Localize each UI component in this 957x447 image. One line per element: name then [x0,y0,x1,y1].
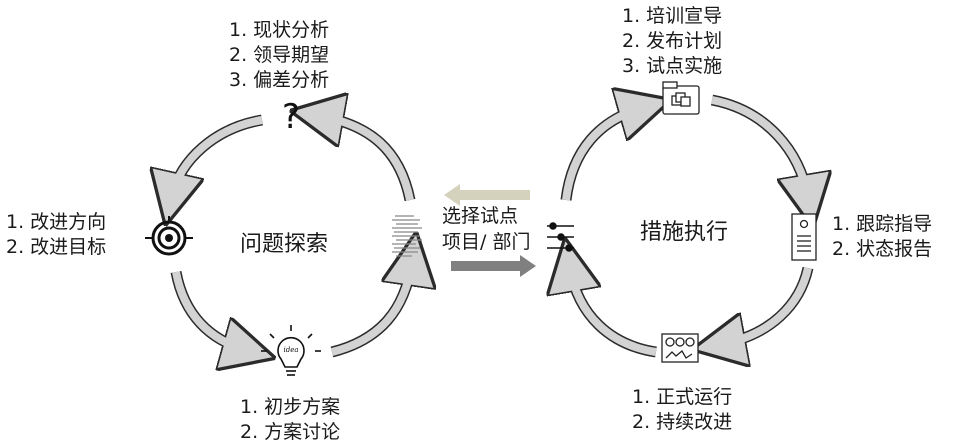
list-item: 1. 培训宣导 [622,5,723,27]
left-side-list: 1. 改进方向 2. 改进目标 [6,210,106,260]
target-icon [145,216,193,256]
left-cycle-arrows [172,116,412,352]
report-panel-icon [791,213,817,261]
sliders-icon [547,222,574,252]
bridge-line-1: 选择试点 [442,205,519,227]
list-item: 1. 跟踪指导 [832,213,933,235]
left-bottom-list: 1. 初步方案 2. 方案讨论 [240,395,340,445]
left-top-list: 1. 现状分析 2. 领导期望 3. 偏差分析 [229,18,329,93]
folder-icon [662,81,700,115]
list-item: 2. 持续改进 [632,411,733,433]
right-side-list: 1. 跟踪指导 2. 状态报告 [832,212,932,262]
list-item: 3. 偏差分析 [229,69,330,91]
bridge-arrows [444,184,536,277]
list-item: 1. 现状分析 [229,19,330,41]
dashboard-icon [661,333,699,363]
list-item: 3. 试点实施 [622,55,723,77]
left-cycle-title: 问题探索 [240,232,329,257]
text-lines-icon [392,215,422,257]
bridge-line-2: 项目/ 部门 [442,231,531,253]
list-item: 1. 初步方案 [240,396,341,418]
arrow-right-to-bottom [722,266,814,344]
forward-arrow [451,255,536,277]
arrow-top-to-right [710,94,808,198]
right-cycle-arrows [566,100,808,352]
list-item: 2. 改进目标 [6,236,107,258]
question-mark-icon: ? [282,97,300,137]
list-item: 1. 改进方向 [6,211,107,233]
arrow-top-to-left [172,114,264,196]
list-item: 2. 发布计划 [622,30,723,52]
bridge-label: 选择试点 项目/ 部门 [442,203,530,255]
list-item: 2. 领导期望 [229,44,330,66]
list-item: 2. 状态报告 [832,238,933,260]
right-bottom-list: 1. 正式运行 2. 持续改进 [632,385,732,435]
svg-text:idea: idea [283,346,298,354]
right-cycle-title: 措施执行 [640,220,729,245]
list-item: 1. 正式运行 [632,386,733,408]
list-item: 2. 方案讨论 [240,421,341,443]
idea-bulb-icon: idea [261,325,321,376]
right-top-list: 1. 培训宣导 2. 发布计划 3. 试点实施 [622,4,722,79]
back-arrow [444,184,530,206]
